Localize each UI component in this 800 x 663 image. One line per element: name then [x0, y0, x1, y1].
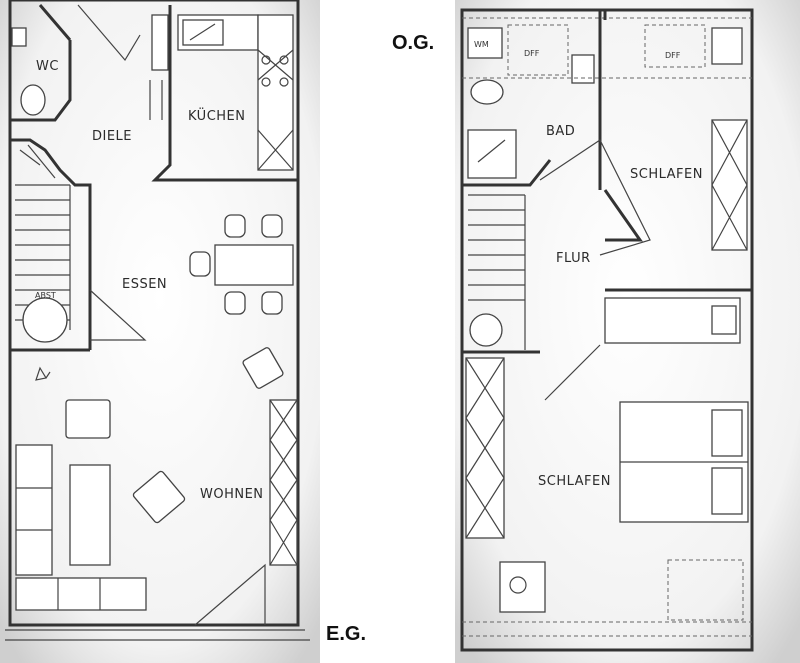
sink-mark [189, 23, 216, 41]
bedroom-1 [603, 10, 752, 344]
upper-floor-label: O.G. [392, 32, 434, 54]
ground-outer-wall [8, 0, 300, 627]
skylight [667, 559, 744, 621]
room-label-schlafen-2: SCHLAFEN [538, 474, 611, 489]
washing-machine-icon [467, 27, 503, 59]
desk [499, 561, 546, 613]
kitchen-room [149, 5, 298, 182]
stove-burner [261, 77, 271, 87]
plant-icon [35, 366, 51, 381]
kitchen-door-frame [149, 80, 163, 120]
sofa-bottom [15, 577, 147, 611]
ground-floor-plan: WC DIELE KÜCHEN ESSEN WOHNEN ABST [0, 0, 320, 663]
upper-staircase [462, 194, 540, 354]
wardrobe [711, 119, 748, 251]
ground-staircase [10, 138, 147, 352]
toilet-icon [20, 84, 46, 116]
skylight [507, 24, 569, 76]
desk-chair [509, 576, 527, 594]
room-label-schlafen-1: SCHLAFEN [630, 167, 703, 182]
room-label-flur: FLUR [556, 251, 591, 266]
dining-table [214, 244, 294, 286]
armchair [132, 470, 186, 524]
toilet-icon [470, 79, 504, 105]
ground-footer-lines [5, 629, 310, 641]
kitchen-counter-side [257, 14, 294, 171]
flur-door-swings [539, 139, 651, 401]
shower-mark [477, 139, 506, 163]
room-label-kuechen: KÜCHEN [188, 107, 245, 124]
upper-outer-wall [460, 8, 754, 652]
stove-burner [261, 55, 271, 65]
kitchen-cabinet [151, 14, 169, 71]
room-label-essen: ESSEN [122, 277, 167, 292]
wc-door-swing [77, 4, 141, 62]
sofa-left [15, 444, 53, 576]
dining-chair [261, 291, 283, 315]
bath-sink [571, 54, 595, 84]
dining-chair [261, 214, 283, 238]
room-label-abst: ABST [35, 291, 56, 300]
stove-burner [279, 55, 289, 65]
bathroom [462, 10, 602, 190]
terrace-door-swing [194, 563, 266, 626]
skylight [644, 24, 706, 68]
wardrobe-small [711, 27, 743, 65]
bed-pillow [711, 305, 737, 335]
bed-pillow [711, 409, 743, 457]
ground-floor-label: E.G. [326, 623, 366, 645]
fixture-label-dff-2: DFF [665, 51, 681, 60]
coffee-table [69, 464, 111, 566]
wc-room [10, 4, 141, 122]
armchair [242, 347, 284, 389]
room-label-bad: BAD [546, 124, 575, 139]
shelf-unit [269, 399, 298, 566]
armchair [65, 399, 111, 439]
stove-burner [279, 77, 289, 87]
room-label-wc: WC [36, 59, 59, 74]
upper-floor-plan: WM DFF DFF [455, 0, 800, 663]
room-label-wohnen: WOHNEN [200, 487, 264, 502]
fixture-label-dff-1: DFF [524, 49, 540, 58]
living-area [15, 347, 298, 626]
bedroom-2 [462, 357, 752, 637]
stair-newel-circle [22, 297, 68, 343]
kitchen-sink [182, 19, 224, 46]
shower-tray [467, 129, 517, 179]
wc-sink [11, 27, 27, 47]
stair-newel-circle [469, 313, 503, 347]
dining-chair [224, 214, 246, 238]
fixture-label-wm: WM [474, 40, 489, 49]
dining-chair [224, 291, 246, 315]
bed-pillow [711, 467, 743, 515]
dining-chair [189, 251, 211, 277]
stair-door-swing [89, 289, 147, 341]
room-label-diele: DIELE [92, 129, 132, 144]
dining-area [189, 214, 294, 315]
